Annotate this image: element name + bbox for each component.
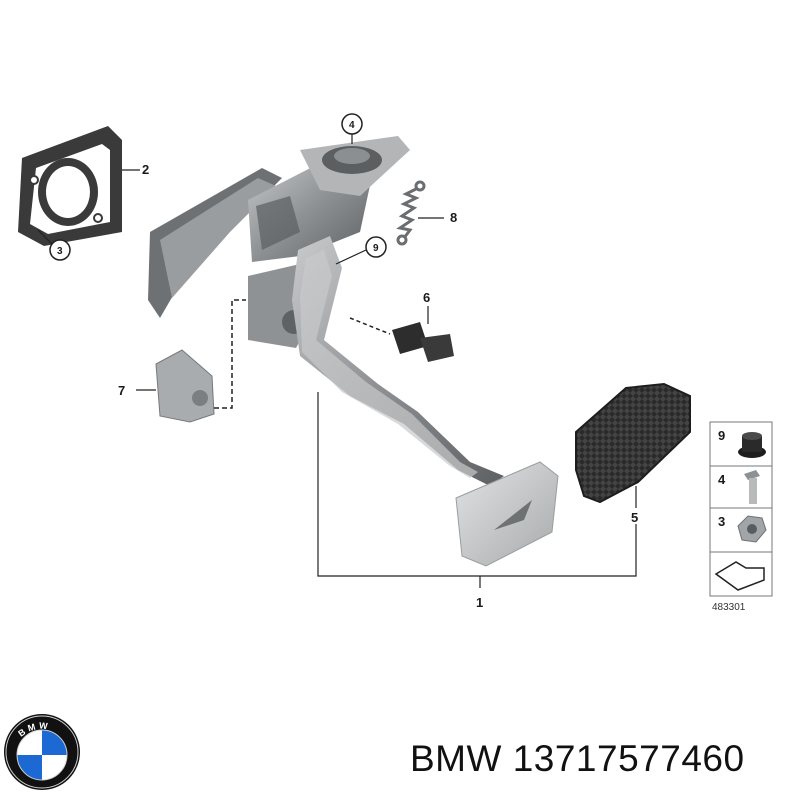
hex-nut-icon (737, 515, 767, 543)
diagram-id: 483301 (712, 602, 746, 613)
legend-label-3: 3 (718, 514, 725, 529)
rubber-bushing-icon (738, 432, 766, 458)
callout-2: 2 (142, 162, 149, 177)
callout-1: 1 (476, 595, 483, 610)
bmw-logo: BMW (4, 714, 80, 790)
switch-bracket (155, 299, 246, 423)
gasket-part (18, 126, 122, 246)
part-number-caption: BMW 13717577460 (410, 738, 745, 779)
callout-3: 3 (57, 246, 63, 257)
pedal-plate (455, 461, 559, 567)
brake-light-switch (349, 317, 454, 362)
pedal-rubber-pad (575, 382, 691, 504)
arrow-symbol-icon (714, 561, 765, 591)
bolt-icon (744, 470, 760, 504)
callout-9-marker: 9 (365, 236, 387, 258)
callout-4: 4 (349, 120, 355, 131)
legend-label-4: 4 (718, 472, 726, 487)
callout-4-marker: 4 (341, 113, 363, 135)
leader-lines (37, 134, 637, 588)
callout-3-marker: 3 (49, 239, 71, 261)
return-spring (396, 180, 426, 246)
fastener-legend: 9 4 3 (709, 421, 773, 597)
callout-6: 6 (423, 290, 430, 305)
callout-8: 8 (450, 210, 457, 225)
callout-7: 7 (118, 383, 125, 398)
callout-5: 5 (631, 510, 638, 525)
callout-9: 9 (373, 243, 379, 254)
pedal-arm (292, 236, 504, 486)
legend-label-9: 9 (718, 428, 725, 443)
